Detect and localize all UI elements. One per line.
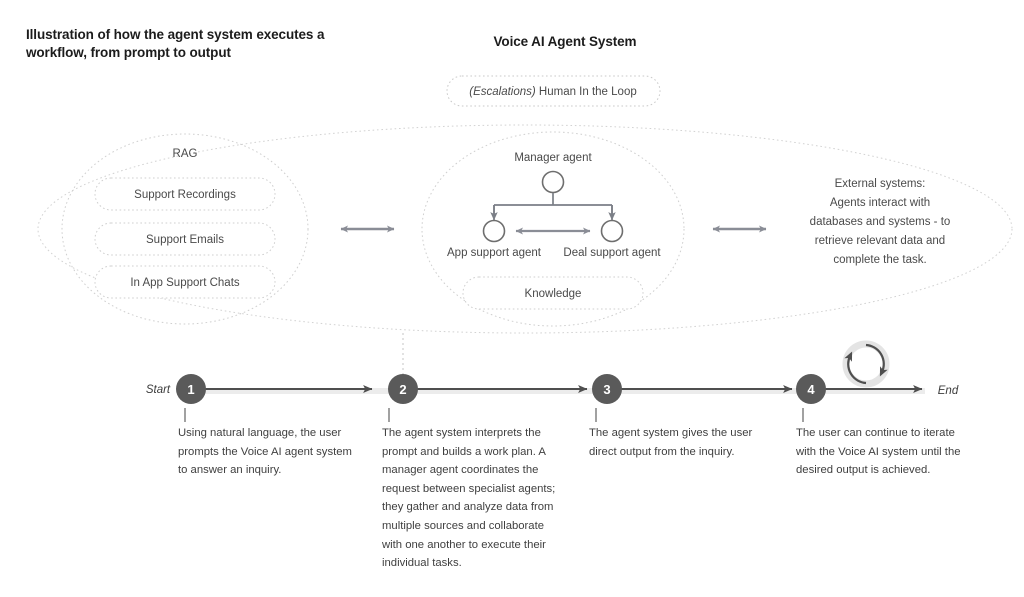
- iterate-loop-arrow-left: [844, 351, 867, 385]
- rag-item-label-1: Support Emails: [146, 234, 224, 246]
- timeline-start-label: Start: [146, 384, 171, 396]
- outer-system-boundary: [37, 124, 1013, 334]
- external-line-3: retrieve relevant data and: [815, 235, 945, 247]
- knowledge-label: Knowledge: [525, 288, 582, 300]
- step-description-3: The agent system gives the user direct o…: [589, 427, 753, 458]
- timeline-step-number-2: 2: [399, 382, 406, 397]
- timeline-step-number-3: 3: [603, 382, 610, 397]
- system-title: Voice AI Agent System: [493, 34, 637, 49]
- escalation-pill: [446, 75, 661, 107]
- knowledge-box[interactable]: [462, 276, 644, 310]
- step-description-2: The agent system interprets the prompt a…: [382, 427, 556, 570]
- deal-support-agent-label: Deal support agent: [563, 247, 661, 259]
- iterate-loop-halo: [842, 340, 890, 388]
- timeline-step-circle-1[interactable]: [176, 374, 206, 404]
- agent-system-boundary: [421, 131, 685, 327]
- rag-item-label-2: In App Support Chats: [130, 277, 240, 289]
- escalation-label: (Escalations) Human In the Loop: [469, 86, 636, 98]
- rag-item-box-2[interactable]: [94, 265, 276, 299]
- timeline-step-circle-3[interactable]: [592, 374, 622, 404]
- external-line-4: complete the task.: [833, 254, 926, 266]
- external-line-1: Agents interact with: [830, 197, 930, 209]
- app-support-agent-node[interactable]: [482, 219, 506, 243]
- rag-item-label-0: Support Recordings: [134, 189, 236, 201]
- page-title: Illustration of how the agent system exe…: [26, 27, 325, 60]
- deal-support-agent-node[interactable]: [600, 219, 624, 243]
- step-description-1: Using natural language, the user prompts…: [178, 427, 352, 477]
- rag-boundary: [61, 133, 309, 325]
- external-line-0: External systems:: [835, 178, 926, 190]
- rag-title: RAG: [173, 148, 198, 160]
- rag-item-box-0[interactable]: [94, 177, 276, 211]
- step-description-4: The user can continue to iterate with th…: [796, 427, 961, 477]
- escalation-rest: Human In the Loop: [536, 86, 637, 98]
- manager-branch-lines: [493, 193, 613, 217]
- app-support-agent-label: App support agent: [447, 247, 542, 259]
- timeline-step-number-1: 1: [187, 382, 194, 397]
- timeline-end-label: End: [938, 385, 959, 397]
- escalation-italic: (Escalations): [469, 86, 536, 98]
- manager-agent-node[interactable]: [541, 170, 565, 194]
- timeline-step-number-4: 4: [807, 382, 815, 397]
- rag-item-box-1[interactable]: [94, 222, 276, 256]
- iterate-loop-arrow-right: [865, 343, 888, 377]
- timeline-step-circle-2[interactable]: [388, 374, 418, 404]
- timeline-step-circle-4[interactable]: [796, 374, 826, 404]
- manager-agent-label: Manager agent: [514, 152, 592, 164]
- external-line-2: databases and systems - to: [810, 216, 951, 228]
